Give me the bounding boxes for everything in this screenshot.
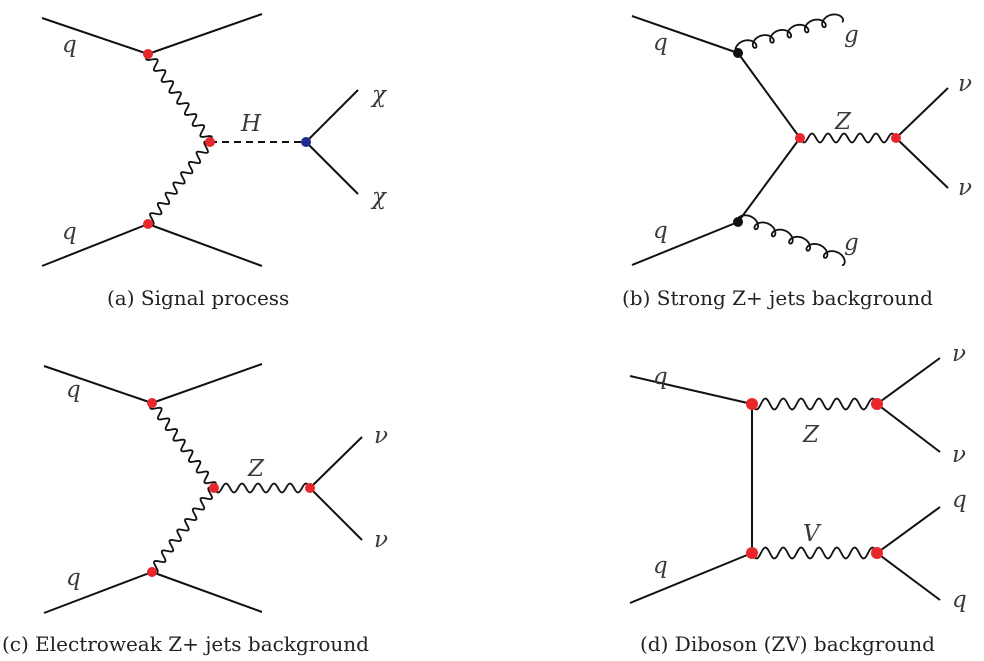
vertex-bottom: [143, 219, 153, 229]
vertex-top: [143, 49, 153, 59]
vertex-gluon-bottom: [733, 217, 743, 227]
incoming-quark-top: [41, 17, 149, 55]
chi-line-bottom: [305, 141, 359, 195]
caption-b: (b) Strong Z+ jets background: [622, 286, 933, 310]
quark-propagator-top: [737, 52, 801, 139]
label-g-top: g: [844, 22, 859, 48]
caption-a-text: Signal process: [140, 286, 290, 310]
vertex-higgs-decay: [301, 137, 311, 147]
quark-line-bottom-right: [876, 552, 941, 601]
vector-boson-bottom: [147, 140, 211, 226]
label-q-top-right: q: [952, 487, 967, 513]
caption-c-id: (c): [2, 632, 29, 656]
incoming-quark-top: [629, 375, 753, 405]
incoming-quark-bottom: [631, 221, 739, 266]
caption-a: (a) Signal process: [107, 286, 289, 310]
outgoing-quark-bottom: [151, 571, 263, 613]
label-q-bottom-right: q: [952, 587, 967, 613]
label-nu-bottom: ν: [952, 442, 966, 468]
label-nu-top: ν: [958, 71, 972, 97]
caption-b-id: (b): [622, 286, 651, 310]
label-q-bottom: q: [62, 219, 77, 245]
incoming-quark-bottom: [43, 571, 153, 614]
label-nu-top: ν: [374, 423, 388, 449]
quark-line-top-right: [876, 506, 941, 554]
label-z: Z: [247, 456, 265, 482]
label-q-top-left: q: [653, 364, 668, 390]
panel-b-strong-z-jets: q q g g Z ν ν: [631, 13, 972, 266]
caption-d-id: (d): [640, 632, 669, 656]
caption-d-text: Diboson (ZV) background: [674, 632, 935, 656]
neutrino-line-bottom: [895, 137, 949, 189]
label-q-top: q: [62, 32, 77, 58]
chi-line-top: [305, 89, 359, 143]
label-q-bottom: q: [653, 218, 668, 244]
panel-c-electroweak-z-jets: q q Z ν ν: [43, 363, 388, 614]
neutrino-line-bottom: [876, 403, 941, 453]
label-q-bottom-left: q: [653, 553, 668, 579]
vertex-top: [147, 398, 157, 408]
caption-a-id: (a): [107, 286, 135, 310]
gluon-top: [734, 13, 845, 54]
caption-b-text: Strong Z+ jets background: [656, 286, 933, 310]
label-v: V: [803, 521, 822, 547]
label-chi-top: χ: [370, 82, 388, 108]
vector-boson-top: [145, 53, 213, 143]
neutrino-line-bottom: [309, 487, 363, 541]
caption-c: (c) Electroweak Z+ jets background: [2, 632, 369, 656]
label-q-bottom: q: [66, 565, 81, 591]
z-boson-propagator: [213, 482, 311, 494]
vertex-bottom: [147, 567, 157, 577]
label-chi-bottom: χ: [370, 184, 388, 210]
label-g-bottom: g: [844, 230, 859, 256]
incoming-quark-top: [43, 365, 153, 404]
panel-d-diboson: q q Z V ν ν q q: [629, 341, 967, 613]
quark-propagator-bottom: [737, 137, 801, 223]
vector-boson-bottom: [151, 486, 215, 574]
vertex-top-left: [746, 398, 758, 410]
incoming-quark-bottom: [41, 223, 149, 267]
vertex-z-production: [209, 483, 219, 493]
caption-d: (d) Diboson (ZV) background: [640, 632, 935, 656]
outgoing-quark-bottom: [147, 223, 263, 267]
gluon-bottom: [736, 214, 846, 266]
vertex-z-decay: [891, 133, 901, 143]
vertex-z-decay: [871, 398, 883, 410]
caption-c-text: Electroweak Z+ jets background: [35, 632, 369, 656]
label-q-top: q: [653, 30, 668, 56]
neutrino-line-top: [895, 87, 949, 139]
label-nu-bottom: ν: [374, 527, 388, 553]
outgoing-quark-top: [147, 13, 263, 55]
incoming-quark-bottom: [629, 552, 753, 604]
z-boson-propagator: [799, 132, 897, 144]
label-nu-bottom: ν: [958, 175, 972, 201]
outgoing-quark-top: [151, 363, 263, 404]
label-z: Z: [834, 109, 852, 135]
neutrino-line-top: [309, 436, 363, 489]
label-q-top: q: [66, 377, 81, 403]
label-z: Z: [802, 422, 820, 448]
vertex-gluon-top: [733, 48, 743, 58]
panel-a-signal-process: q q H χ χ: [41, 13, 388, 267]
vector-boson-top: [149, 402, 217, 489]
incoming-quark-top: [631, 15, 739, 54]
vertex-z-decay: [305, 483, 315, 493]
z-boson-propagator: [751, 397, 878, 411]
v-boson-propagator: [751, 546, 878, 560]
vertex-bottom-left: [746, 547, 758, 559]
label-higgs: H: [240, 111, 262, 137]
vertex-v-decay: [871, 547, 883, 559]
vertex-z-production: [795, 133, 805, 143]
neutrino-line-top: [876, 357, 941, 405]
vertex-higgs-production: [205, 137, 215, 147]
label-nu-top: ν: [952, 341, 966, 367]
